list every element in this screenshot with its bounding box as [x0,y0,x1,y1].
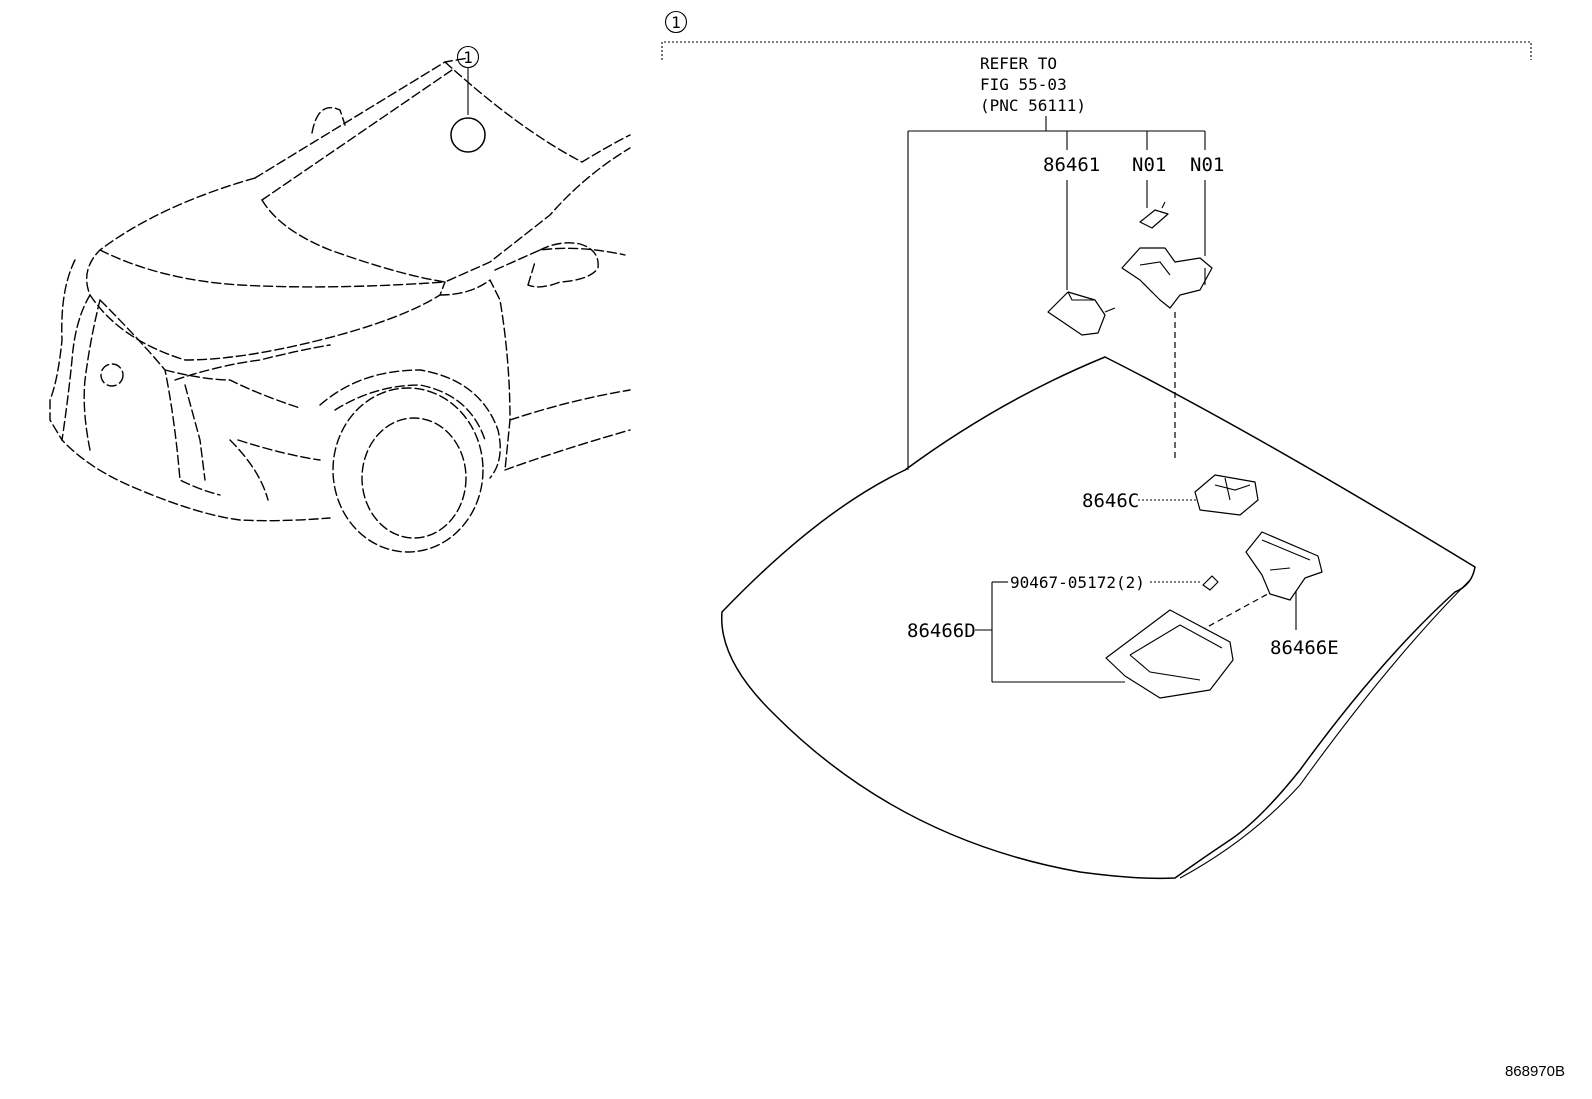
leader-lines [907,116,1297,683]
part-label-8646c: 8646C [1082,490,1139,512]
vehicle-overview-illustration: 1 [49,45,631,553]
reference-note-line-3: (PNC 56111) [980,96,1086,115]
part-label-90467-05172: 90467-05172(2) [1010,573,1145,592]
reference-note-line-2: FIG 55-03 [980,75,1067,94]
part-n01-clip-shape [1139,201,1169,229]
part-label-n01-b: N01 [1190,154,1224,176]
part-label-86466d: 86466D [907,620,976,642]
reference-note: REFER TO FIG 55-03 (PNC 56111) [980,54,1086,115]
part-8646c-shape [1194,474,1259,516]
illustration-code: 868970B [1505,1063,1565,1080]
overview-callout-circle [456,45,480,69]
part-label-86461: 86461 [1043,154,1100,176]
part-90467-screw-shape [1202,575,1219,591]
reference-note-line-1: REFER TO [980,54,1057,73]
group-callout-number: 1 [671,13,681,32]
part-86461-shape [1047,291,1116,336]
parts-group-bracket: 1 [661,10,1532,60]
part-86466d-shape [1105,609,1234,699]
part-n01-bracket-shape [1121,247,1213,309]
sensor-location-marker [450,117,486,153]
windshield-glass [721,356,1476,880]
part-86466e-shape [1245,531,1323,601]
overview-callout-number: 1 [463,48,473,67]
part-label-86466e: 86466E [1270,637,1339,659]
part-label-n01-a: N01 [1132,154,1166,176]
